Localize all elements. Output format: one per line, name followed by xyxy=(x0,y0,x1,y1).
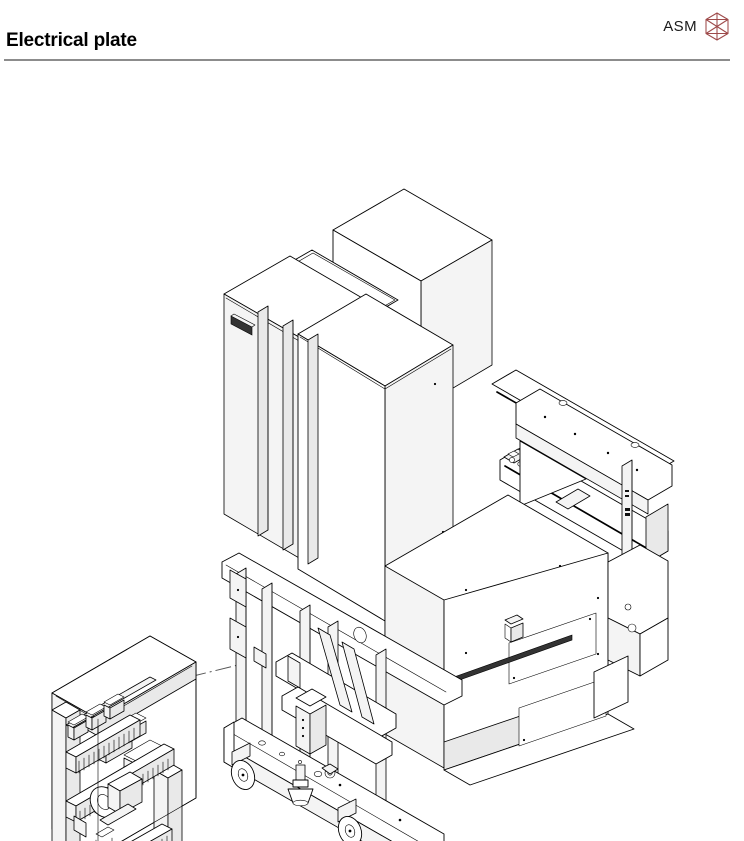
caster-front xyxy=(230,742,256,790)
page-title: Electrical plate xyxy=(6,30,137,51)
header-divider-rule xyxy=(4,59,730,61)
side-access-panel xyxy=(508,612,597,685)
brand-wordmark: ASM xyxy=(663,18,697,35)
caster-rear xyxy=(337,798,363,841)
internal-frame-structure xyxy=(221,552,463,827)
transformer-module xyxy=(89,771,143,826)
cable-gland-fitting xyxy=(321,763,339,779)
brand-block: ASM xyxy=(663,12,730,41)
wire-duct-lower xyxy=(131,823,173,841)
junction-box xyxy=(504,614,524,643)
cabinet-door-handle xyxy=(230,313,256,336)
cabinet-filler-panels xyxy=(257,305,319,565)
wire-duct-upper xyxy=(65,714,141,774)
page-header: Electrical plate ASM xyxy=(0,0,744,62)
hexagon-logo-icon xyxy=(704,12,730,41)
electrical-plate xyxy=(51,635,197,841)
electrical-plate-exploded-assembly-diagram xyxy=(51,188,675,841)
terminal-block-row xyxy=(67,693,125,741)
leveling-foot xyxy=(287,764,314,807)
illustration-area xyxy=(0,62,744,841)
side-access-panel xyxy=(518,677,607,747)
